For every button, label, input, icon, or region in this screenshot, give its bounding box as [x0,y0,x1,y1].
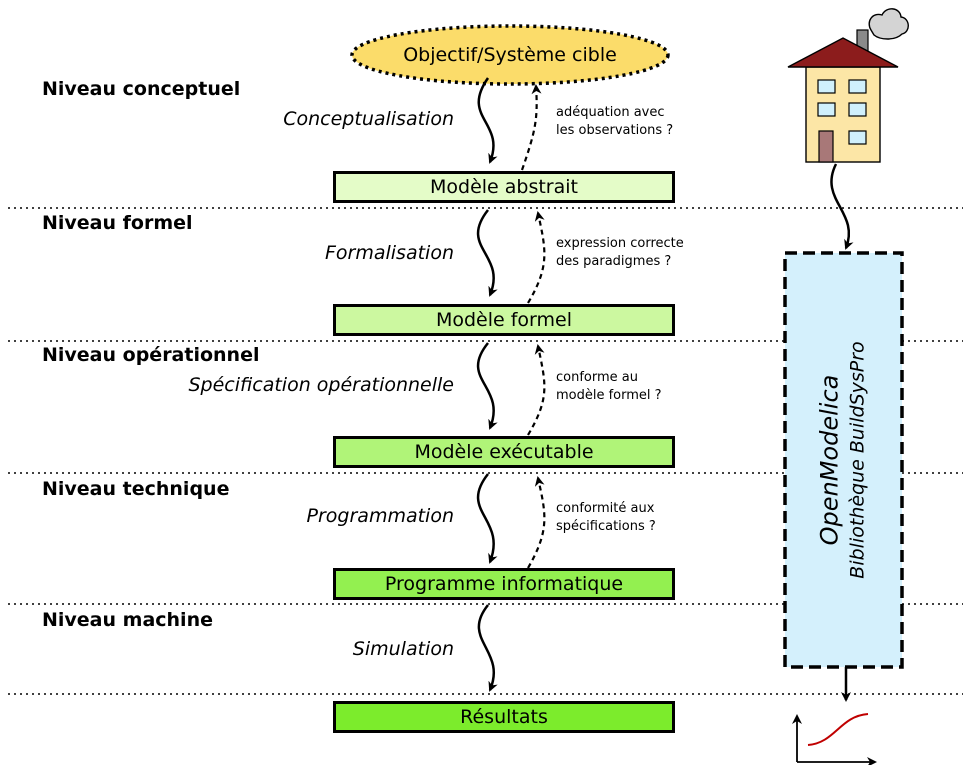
box-modele-executable: Modèle exécutable [333,436,675,468]
graph-icon [792,713,877,765]
check-adequation: adéquation avec les observations ? [556,104,673,140]
specification-arrow [476,342,498,430]
check-line: expression correcte [556,236,684,251]
conceptualisation-arrow [477,77,498,164]
box-programme-informatique: Programme informatique [333,568,675,600]
down-arrows [476,77,498,692]
box-modele-abstrait: Modèle abstrait [333,171,675,203]
transition-simulation: Simulation [352,638,454,660]
check-line: modèle formel ? [556,388,662,403]
level-machine: Niveau machine [42,609,213,631]
check-line: les observations ? [556,123,674,138]
check-line: conforme au [556,370,638,385]
transition-programmation: Programmation [306,505,454,527]
check-line: spécifications ? [556,519,656,534]
level-conceptuel: Niveau conceptuel [42,78,241,100]
check-line: adéquation avec [556,105,665,120]
formalisation-arrow [476,209,498,297]
simulation-arrow [477,604,498,692]
transition-specification: Spécification opérationnelle [188,374,454,396]
check-line: conformité aux [556,501,655,516]
check-conforme: conforme au modèle formel ? [556,369,662,405]
tool-name: OpenModelica [815,374,844,546]
goal-label: Objectif/Système cible [403,44,617,66]
transition-conceptualisation: Conceptualisation [283,108,454,130]
level-formel: Niveau formel [42,212,193,234]
check-arrow [527,344,546,436]
check-arrow [520,84,542,171]
check-expression: expression correcte des paradigmes ? [556,235,684,271]
house-icon [787,8,909,163]
level-technique: Niveau technique [42,478,230,500]
check-conformite: conformité aux spécifications ? [556,500,656,536]
box-resultats: Résultats [333,701,675,733]
check-arrow [527,476,546,569]
level-operationnel: Niveau opérationnel [42,344,260,366]
house-to-tool-arrow [830,163,854,250]
up-arrows [520,84,546,569]
tool-box-frame [783,251,904,669]
transition-formalisation: Formalisation [324,242,454,264]
tool-box: OpenModelica Bibliothèque BuildSysPro [785,253,902,667]
tool-label: OpenModelica Bibliothèque BuildSysPro [816,341,872,578]
programmation-arrow [476,473,498,564]
goal-ellipse [350,24,670,86]
check-line: des paradigmes ? [556,254,672,269]
check-arrow [527,211,546,304]
box-modele-formel: Modèle formel [333,304,675,336]
tool-library: Bibliothèque BuildSysPro [846,341,869,579]
